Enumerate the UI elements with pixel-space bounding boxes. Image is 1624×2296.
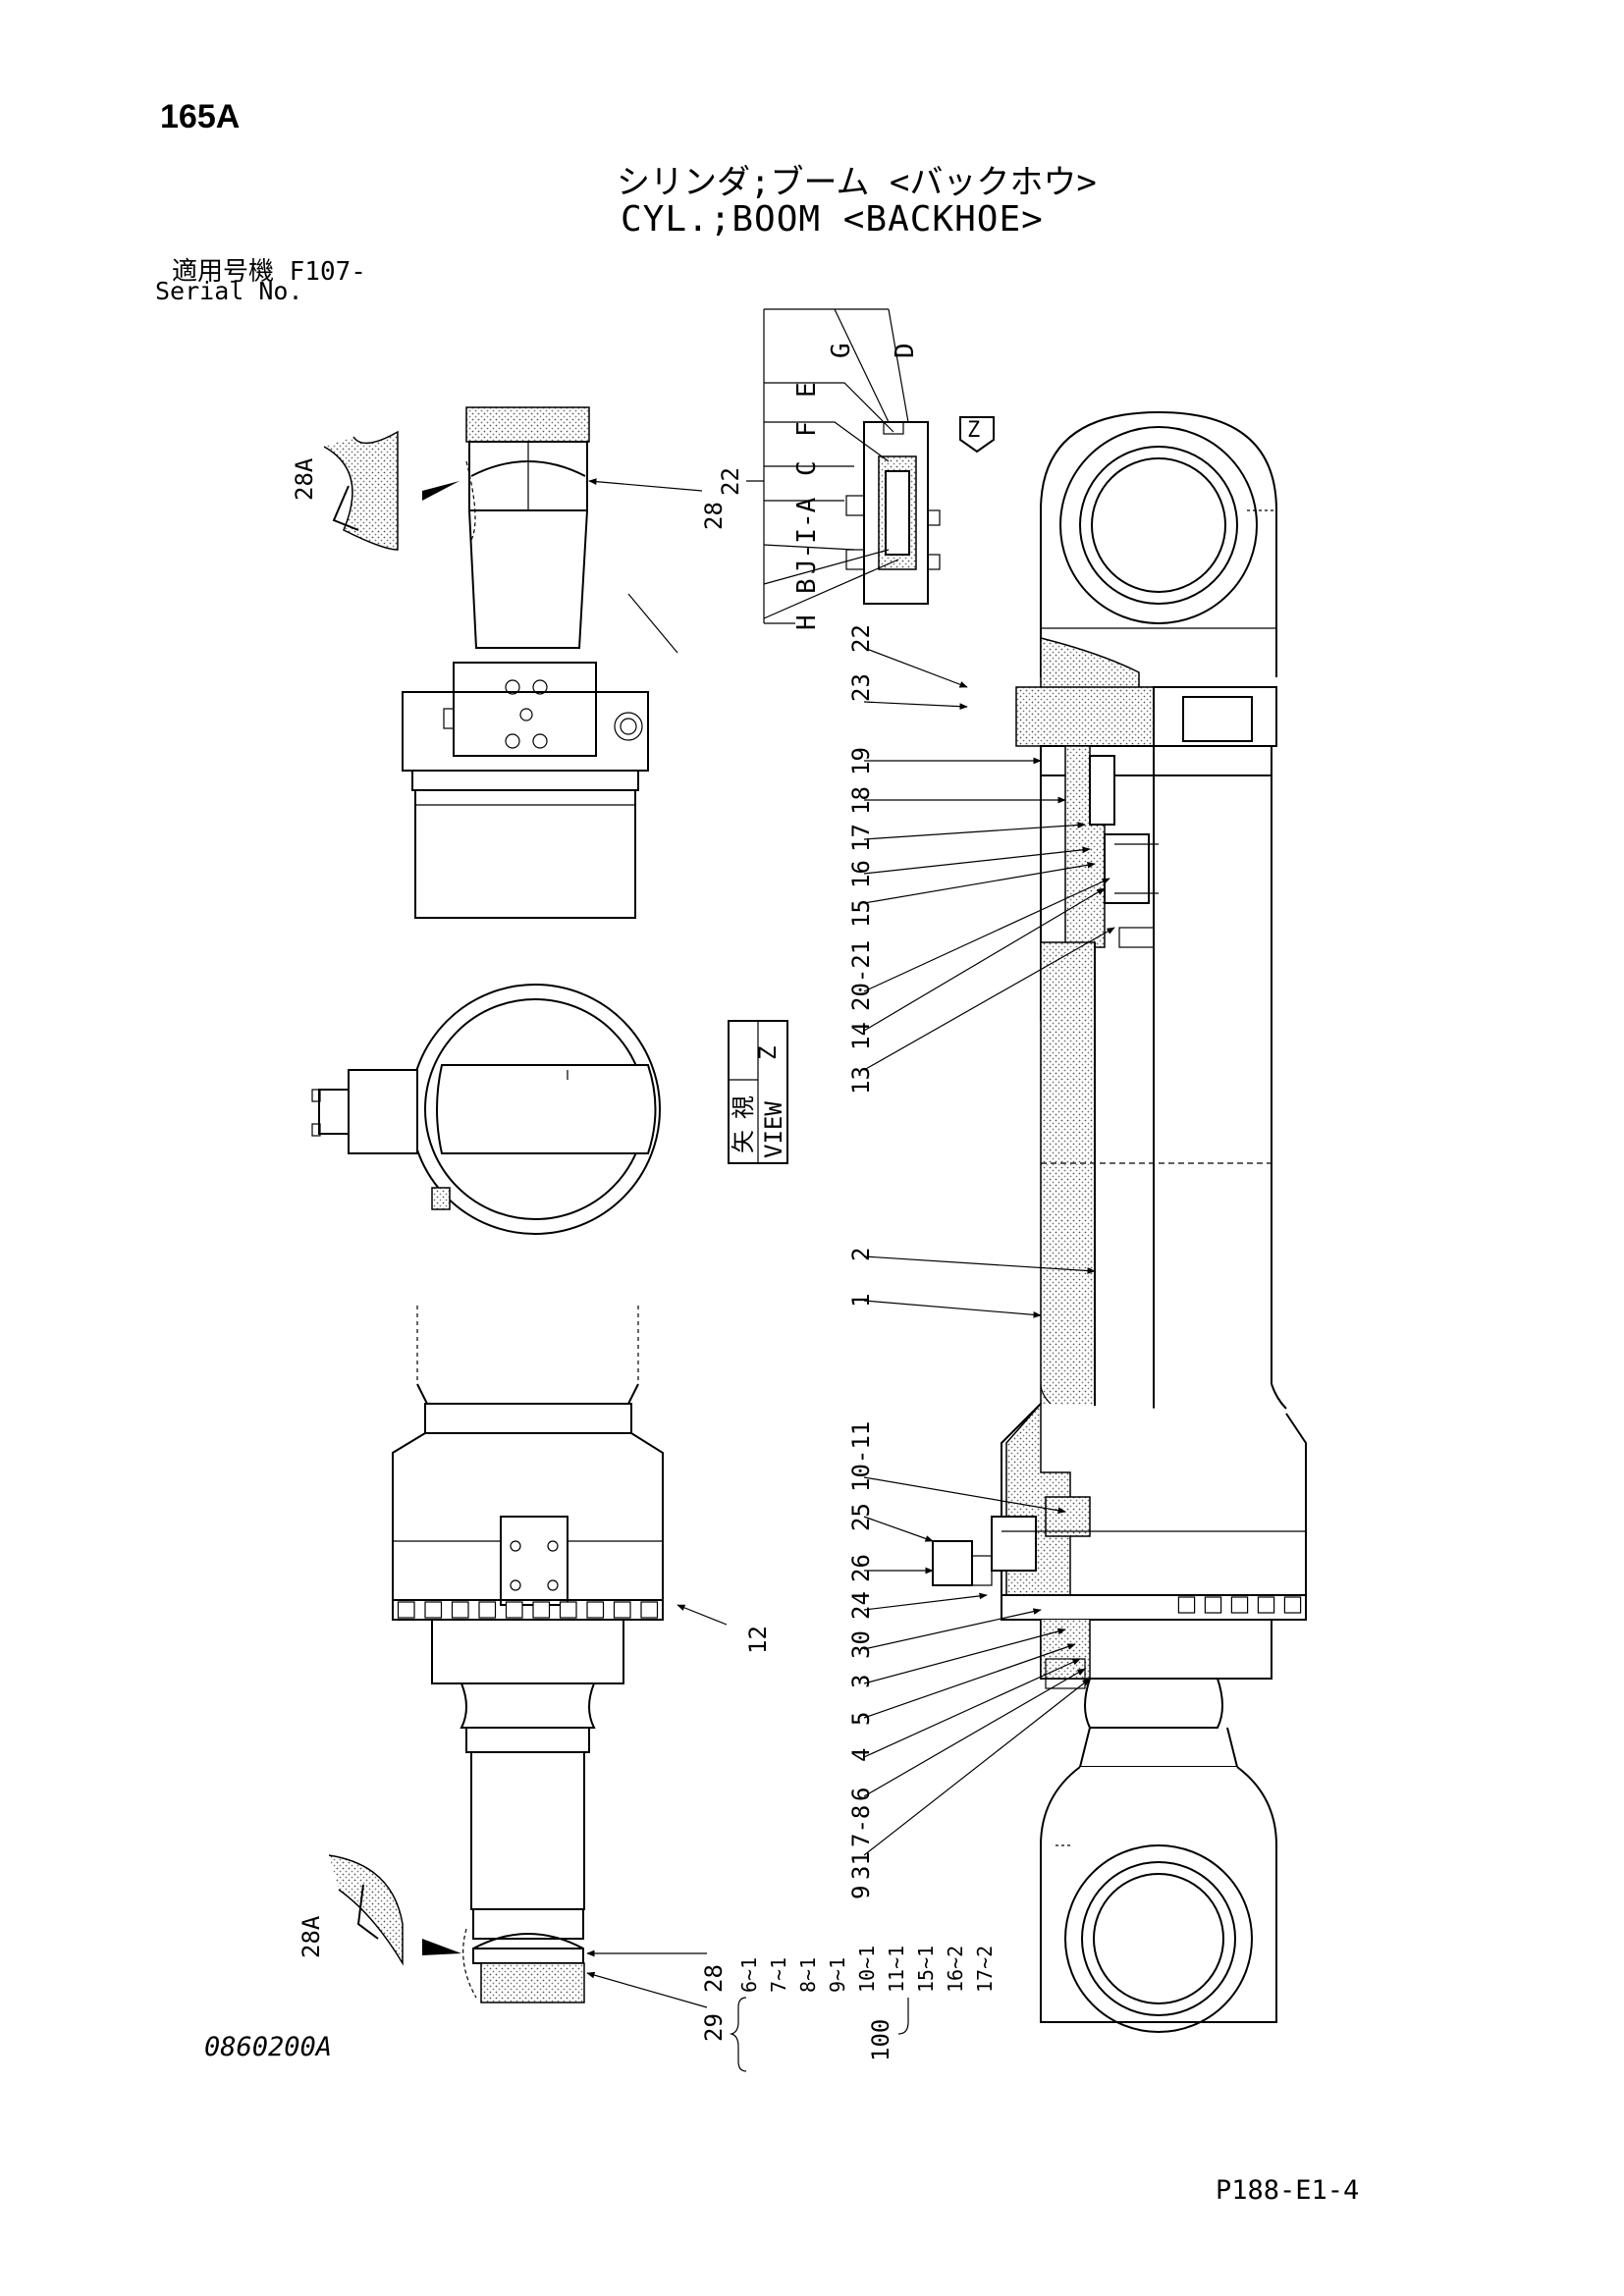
kit-item-7: 7~1	[767, 1957, 790, 1993]
detail-box-number: 22	[717, 467, 744, 496]
bolt-head	[613, 1601, 631, 1619]
detail-letter-e: E	[792, 382, 822, 398]
kit-item-10: 10~1	[855, 1946, 879, 1993]
callout-28a-bottom: 28A	[298, 1915, 325, 1958]
detail-letter-jia: J-I-A	[792, 497, 822, 574]
callout-14: 14	[847, 1022, 875, 1050]
left-middle-section	[311, 984, 661, 1235]
title-japanese: シリンダ;ブーム <バックホウ>	[617, 163, 1097, 202]
detail-letter-c: C	[792, 460, 822, 476]
callout-23: 23	[847, 673, 875, 702]
view-label-letter: Z	[754, 1046, 782, 1060]
callout-7-8: 7-8	[847, 1805, 875, 1847]
callout-19: 19	[847, 747, 875, 775]
detail-letter-f: F	[792, 421, 822, 437]
main-cylinder	[932, 410, 1307, 2033]
callout-28a-top: 28A	[291, 457, 318, 501]
bolt-head	[397, 1601, 415, 1619]
view-arrow-letter: Z	[967, 418, 980, 443]
callout-25: 25	[847, 1503, 875, 1531]
view-z-box: 矢 視 Z VIEW	[728, 1020, 788, 1164]
bolt-head	[532, 1601, 551, 1619]
detail-letter-d: D	[891, 343, 920, 358]
callout-29: 29	[700, 2013, 728, 2042]
callout-31: 31	[847, 1851, 875, 1880]
bolt-head	[478, 1601, 497, 1619]
serial-label-japanese: 適用号機 F107-	[172, 257, 366, 287]
callout-28-bottom: 28	[700, 1964, 728, 1993]
kit-item-17: 17~2	[973, 1946, 997, 1993]
callout-30: 30	[847, 1630, 875, 1659]
page-reference: P188-E1-4	[1216, 2175, 1360, 2206]
kit-item-9: 9~1	[826, 1957, 849, 1993]
callout-16: 16	[847, 860, 875, 888]
kit-item-16: 16~2	[944, 1946, 967, 1993]
bolt-head	[424, 1601, 443, 1619]
callout-5: 5	[847, 1712, 875, 1726]
left-top-view	[323, 406, 649, 919]
callout-6: 6	[847, 1788, 875, 1801]
callout-leaders	[586, 478, 1115, 2008]
kit-item-15: 15~1	[914, 1946, 938, 1993]
detail-box-22: 22 H B J-I-A C F E G D	[717, 308, 941, 630]
view-z-arrow: Z	[959, 416, 995, 454]
callout-1: 1	[847, 1294, 875, 1308]
callout-2: 2	[847, 1248, 875, 1261]
detail-letter-b: B	[792, 578, 822, 594]
callout-20-21: 20-21	[847, 940, 875, 1011]
callout-12: 12	[744, 1626, 772, 1654]
callout-26: 26	[847, 1554, 875, 1582]
kit-100: 100 6~1 7~1 8~1 9~1 10~1 11~1 15~1 16~2 …	[729, 1946, 997, 2072]
callout-22: 22	[847, 624, 875, 653]
bolt-head	[1204, 1596, 1222, 1614]
callout-10-11: 10-11	[847, 1421, 875, 1492]
serial-label-english: Serial No.	[155, 277, 303, 305]
callout-13: 13	[847, 1066, 875, 1095]
kit-number: 100	[867, 2019, 894, 2061]
kit-item-6: 6~1	[737, 1957, 761, 1993]
bolt-head	[559, 1601, 577, 1619]
bolt-head	[1230, 1596, 1249, 1614]
title-english: CYL.;BOOM <BACKHOE>	[621, 199, 1044, 240]
callout-17: 17	[847, 824, 875, 852]
view-label-jp-1: 矢	[730, 1130, 757, 1153]
drawing-number: 0860200A	[204, 2032, 333, 2062]
callout-18: 18	[847, 786, 875, 815]
kit-item-8: 8~1	[796, 1957, 820, 1993]
view-label-jp-2: 視	[730, 1095, 757, 1119]
callout-labels: 22 23 19 18 17 16 15 20-21 14 13 2 1 10-…	[291, 457, 875, 2042]
callout-9: 9	[847, 1886, 875, 1899]
callout-3: 3	[847, 1675, 875, 1688]
detail-letter-h: H	[792, 614, 822, 630]
view-label-en: VIEW	[760, 1101, 787, 1158]
callout-28-top: 28	[700, 502, 728, 530]
bolt-head	[586, 1601, 605, 1619]
page-code: 165A	[160, 98, 241, 135]
callout-4: 4	[847, 1748, 875, 1762]
detail-letter-g: G	[827, 343, 856, 358]
bolt-head	[1257, 1596, 1275, 1614]
bolt-head	[1283, 1596, 1302, 1614]
bolt-head	[640, 1601, 659, 1619]
bolt-head	[1177, 1596, 1196, 1614]
bolt-head	[451, 1601, 469, 1619]
callout-24: 24	[847, 1591, 875, 1620]
kit-item-11: 11~1	[885, 1946, 908, 1993]
bolt-head	[505, 1601, 523, 1619]
callout-15: 15	[847, 899, 875, 928]
left-bottom-view	[328, 1306, 664, 2003]
